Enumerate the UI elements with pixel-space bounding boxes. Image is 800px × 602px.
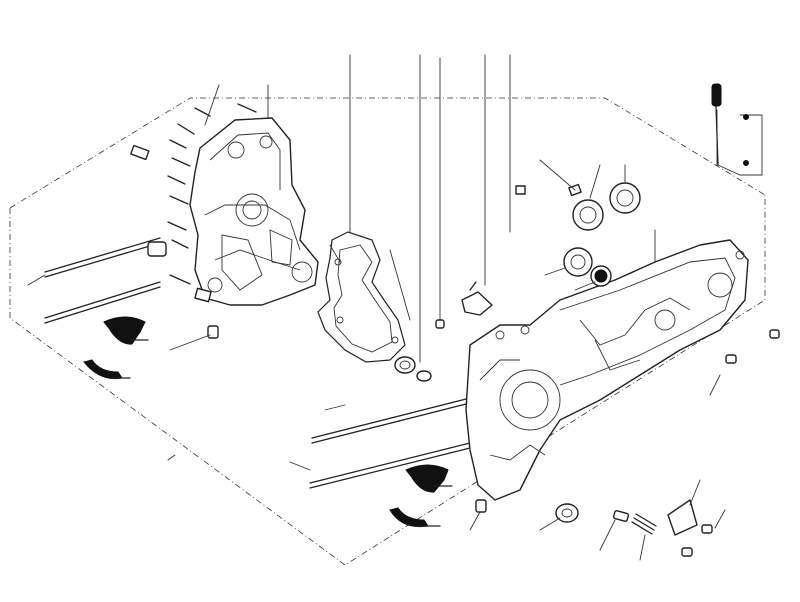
left-crankcase-half [189,117,319,306]
oil-seal-center [394,356,432,382]
long-shafts-left [27,237,167,324]
long-shafts-center [289,397,471,489]
crankcase-gasket [317,231,406,363]
ball-bearings [515,182,641,287]
bushing [147,241,167,257]
oil-dipstick [711,83,763,176]
mounting-studs [130,103,257,303]
bearing-shells-center [389,464,453,528]
callout-leader-lines [204,54,718,363]
misc-leaders [167,159,726,561]
right-crankcase-half [465,239,749,501]
bearing-shells-left [83,316,149,380]
assembly-boundary [9,97,766,566]
small-parts-right [207,281,780,557]
